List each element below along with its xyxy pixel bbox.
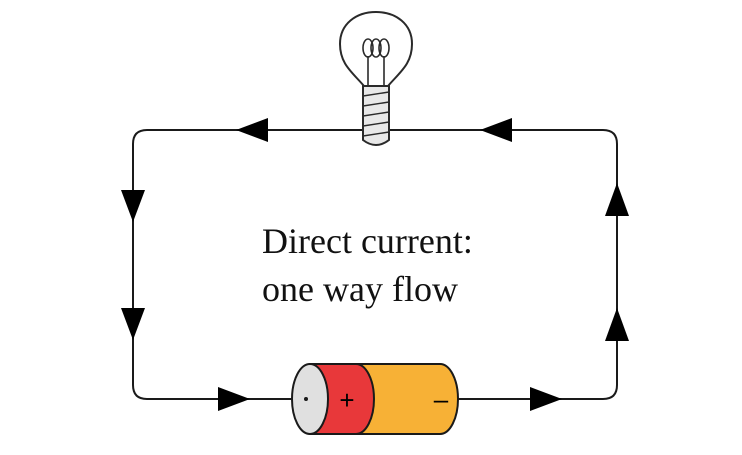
arrow-right-lower [605, 308, 629, 341]
battery-icon: + – [291, 363, 459, 435]
caption-line-2: one way flow [262, 269, 458, 309]
arrow-left-lower [121, 308, 145, 340]
battery-terminal [304, 397, 308, 401]
wire-left-top [132, 129, 362, 400]
bulb-base [362, 85, 390, 146]
battery-negative-label: – [434, 384, 449, 414]
arrow-top-left [236, 118, 268, 142]
arrow-right-upper [605, 183, 629, 216]
battery-body [352, 363, 459, 435]
circuit-wires [132, 129, 618, 400]
arrow-bottom-left [218, 387, 250, 411]
arrow-left-upper [121, 190, 145, 222]
bulb-threads [362, 91, 390, 137]
current-arrows [121, 118, 629, 411]
lightbulb-icon [338, 10, 414, 146]
bulb-glass [338, 10, 414, 87]
wire-right [390, 129, 618, 400]
caption-line-1: Direct current: [262, 221, 473, 261]
battery-positive-label: + [339, 385, 354, 415]
battery-cap [291, 363, 329, 435]
bulb-filament [362, 38, 390, 86]
arrow-bottom-right [530, 387, 562, 411]
arrow-top-right [480, 118, 512, 142]
